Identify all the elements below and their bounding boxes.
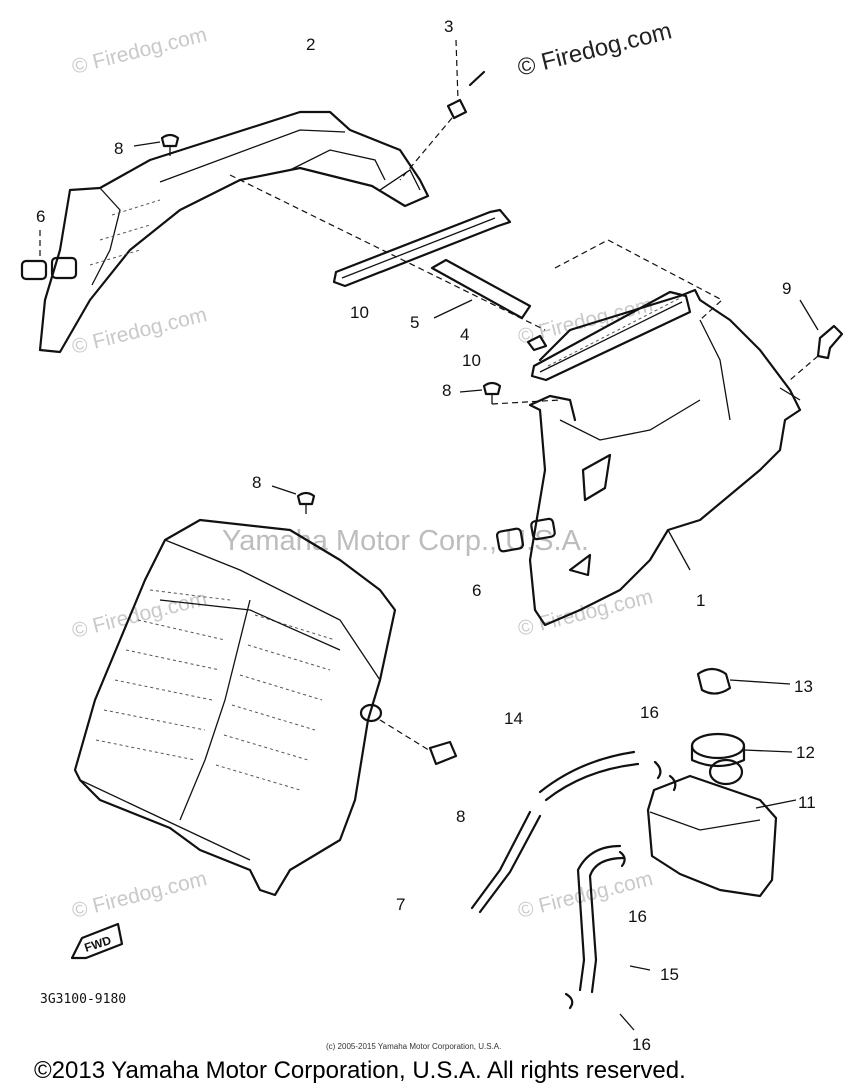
part-label: 2: [306, 35, 315, 54]
part-2-shroud-left: [20, 110, 546, 354]
part-label: 4: [460, 325, 469, 344]
part-12-ring: [690, 732, 793, 768]
part-10-strip-lower: [530, 290, 692, 382]
part-8-screw-lower: [271, 485, 316, 514]
part-label: 7: [396, 895, 405, 914]
part-label: 8: [114, 139, 123, 158]
part-8-screw-mid: [459, 381, 561, 405]
part-15-hose: [576, 844, 651, 1031]
part-10-strip-upper: [332, 208, 512, 288]
fwd-arrow-badge: FWD: [70, 922, 124, 960]
part-3-bolt: [399, 39, 486, 181]
part-11-tank: [646, 758, 797, 898]
part-label: 6: [472, 581, 481, 600]
part-label: 8: [442, 381, 451, 400]
watermark-text: © Firedog.com: [70, 867, 209, 923]
part-label: 10: [350, 303, 369, 322]
part-label: 8: [252, 473, 261, 492]
part-label: 6: [36, 207, 45, 226]
part-label: 14: [504, 709, 523, 728]
part-7-radiator-grille: [73, 518, 458, 897]
part-label: 16: [640, 703, 659, 722]
part-label: 5: [410, 313, 419, 332]
part-4-clip: [526, 334, 548, 352]
footer-copyright: ©2013 Yamaha Motor Corporation, U.S.A. A…: [34, 1057, 686, 1084]
part-label: 16: [628, 907, 647, 926]
watermark-text-dark: © Firedog.com: [515, 17, 675, 81]
part-label: 8: [456, 807, 465, 826]
part-label: 16: [632, 1035, 651, 1054]
part-5-pad: [430, 258, 532, 320]
watermark-text: © Firedog.com: [516, 293, 655, 349]
part-label: 9: [782, 279, 791, 298]
small-copyright: (c) 2005-2015 Yamaha Motor Corporation, …: [326, 1042, 501, 1051]
diagram-code: 3G3100-9180: [40, 992, 126, 1007]
watermark-text: © Firedog.com: [70, 303, 209, 359]
part-label: 15: [660, 965, 679, 984]
part-1-shroud-right: [495, 239, 802, 627]
part-14-hose: [470, 750, 640, 914]
part-label: 1: [696, 591, 705, 610]
part-label: 12: [796, 743, 815, 762]
part-9-bolt: [789, 299, 844, 381]
part-13-cap: [696, 667, 791, 695]
part-label: 10: [462, 351, 481, 370]
watermark-text: © Firedog.com: [70, 23, 209, 79]
part-label: 13: [794, 677, 813, 696]
part-label: 11: [798, 793, 816, 812]
part-label: 3: [444, 17, 453, 36]
part-8-screw-top: [133, 133, 180, 156]
part-labels: 1 2 3 4 5 6 6 7 8 8 8 8 9 10 10 11 12 13…: [36, 17, 816, 1054]
